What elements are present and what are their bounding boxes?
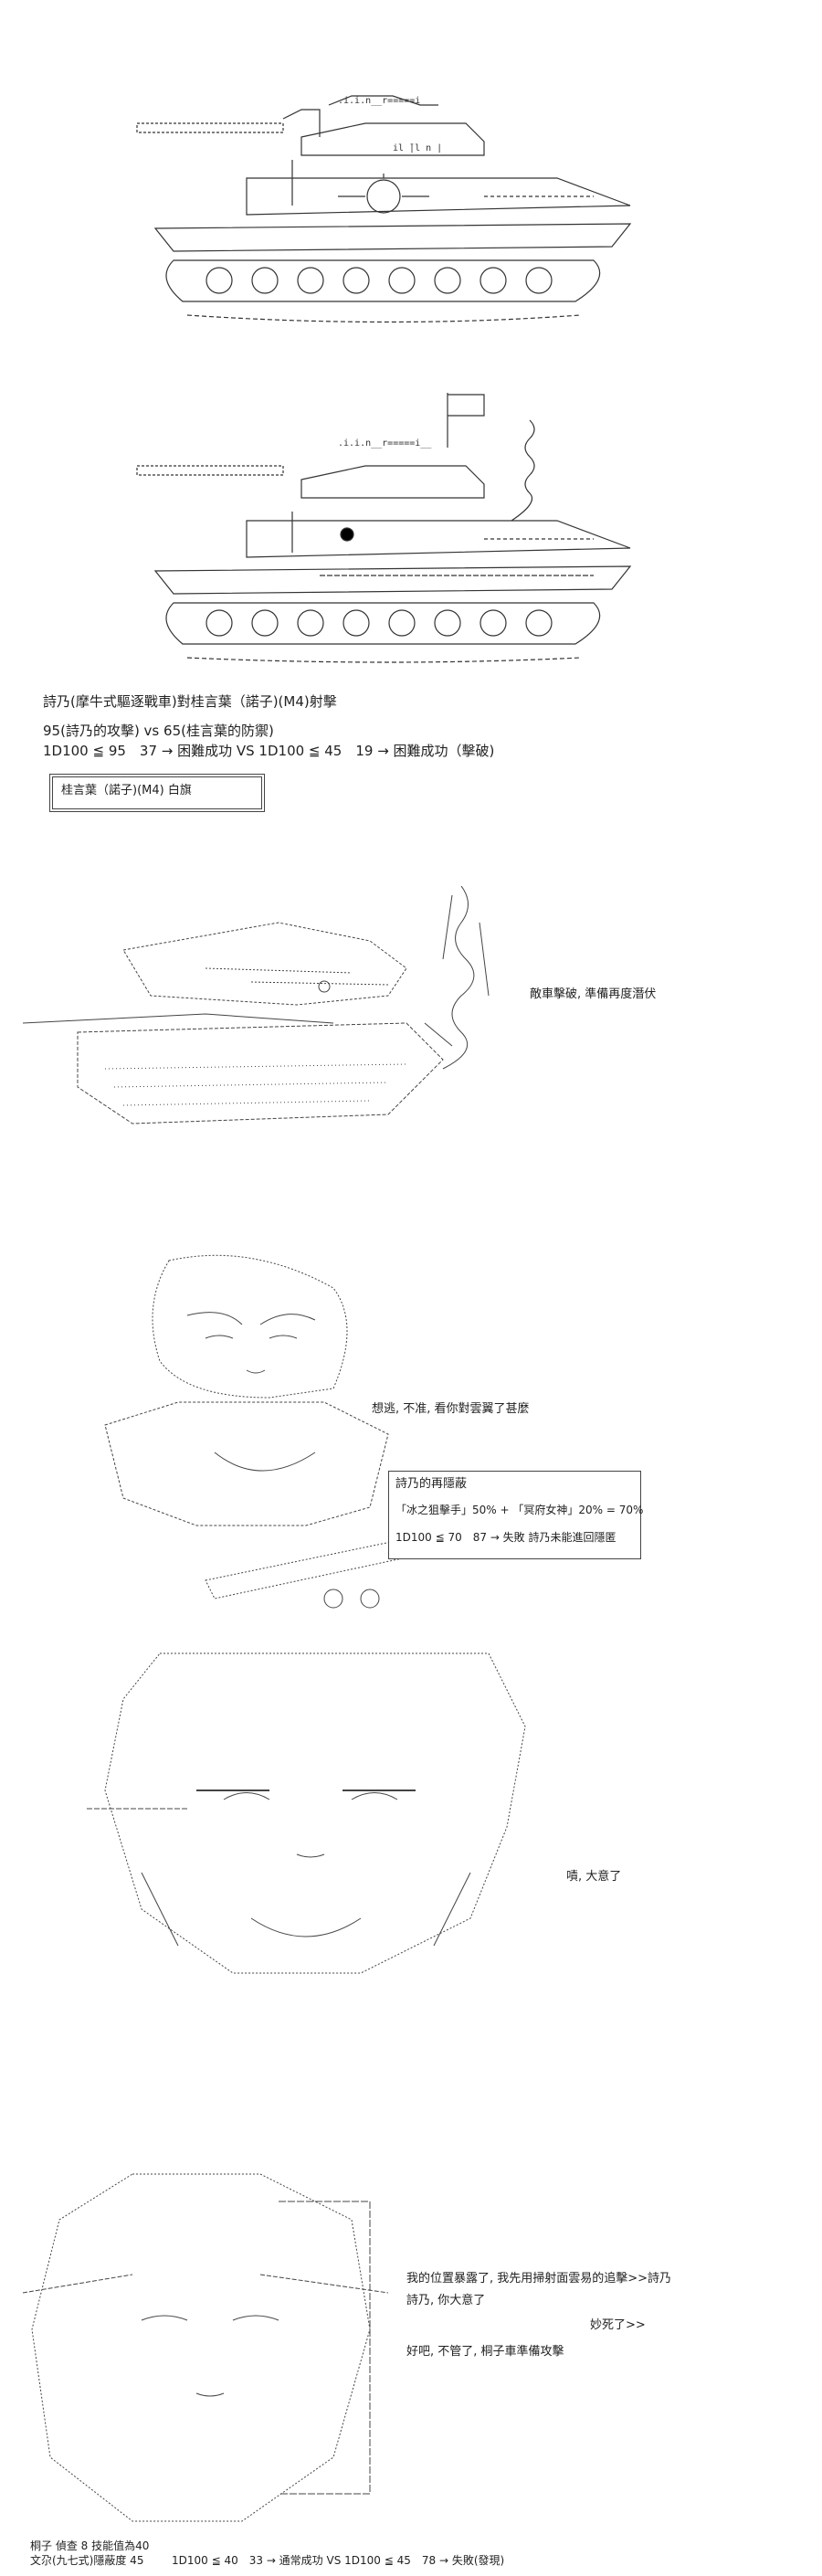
rehide-box: 詩乃的再隱蔽 「冰之狙擊手」50% + 「冥府女神」20% = 70% 1D10…	[388, 1471, 644, 1559]
footer-concealment: 文尕(九七式)隱蔽度 45	[30, 2554, 144, 2567]
speech-escape: 想逃, 不准, 看你對雲翼了甚麼	[372, 1402, 530, 1416]
tank-firing-ascii-art: .i.i.n__r=====i__	[119, 393, 685, 667]
character-ascii-art	[68, 1251, 480, 1617]
attack-title: 詩乃(摩牛式驅逐戰車)對桂言葉（諾子)(M4)射擊	[43, 693, 337, 710]
svg-text:.i.i.n__r=====i__: .i.i.n__r=====i__	[338, 438, 432, 449]
panel-tank-1: .i.i.n__r=====i__ il ̄|l n |	[0, 0, 822, 338]
result-box-text: 桂言葉（諾子)(M4) 白旗	[61, 784, 192, 797]
result-box: 桂言葉（諾子)(M4) 白旗	[49, 774, 265, 812]
dice-result-line: 1D100 ≦ 95 37 → 困難成功 VS 1D100 ≦ 45 19 → …	[43, 743, 495, 759]
attack-vs-line: 95(詩乃的攻擊) vs 65(桂言葉的防禦)	[43, 723, 274, 739]
speech-annoying: 妙死了>>	[590, 2318, 646, 2332]
speech-careless: 嘖, 大意了	[566, 1870, 622, 1884]
panel-burning-tank: 敵車擊破, 準備再度潛伏	[0, 850, 822, 1197]
panel-closeup: 嘖, 大意了	[0, 1617, 822, 2110]
footer-dice: 1D100 ≦ 40 33 → 通常成功 VS 1D100 ≦ 45 78 → …	[172, 2554, 505, 2567]
character-closeup-ascii-art	[87, 1644, 562, 1982]
caption-retreat: 敵車擊破, 準備再度潛伏	[530, 987, 657, 1001]
panel-tank-2: .i.i.n__r=====i__ 詩乃(摩牛式驅逐戰車)對桂言葉（諾子)(M4…	[0, 338, 822, 850]
panel-portrait: 我的位置暴露了, 我先用掃射面雲易的追擊>>詩乃 詩乃, 你大意了 妙死了>> …	[0, 2110, 822, 2576]
speech-attack: 好吧, 不管了, 桐子車準備攻擊	[406, 2345, 564, 2359]
rehide-box-title: 詩乃的再隱蔽	[395, 1477, 468, 1491]
speech-position: 我的位置暴露了, 我先用掃射面雲易的追擊>>詩乃	[406, 2272, 672, 2286]
character-portrait-ascii-art	[23, 2165, 388, 2530]
speech-careless-shino: 詩乃, 你大意了	[406, 2294, 486, 2307]
burning-tank-ascii-art	[23, 886, 534, 1160]
rehide-box-line2: 1D100 ≦ 70 87 → 失敗 詩乃未能進回隱匿	[395, 1531, 616, 1544]
footer-scout: 桐子 偵查 8 技能值為40	[30, 2539, 150, 2552]
tank-ascii-art: .i.i.n__r=====i__ il ̄|l n |	[119, 87, 639, 333]
panel-character: 想逃, 不准, 看你對雲翼了甚麼 詩乃的再隱蔽 「冰之狙擊手」50% + 「冥府…	[0, 1197, 822, 1617]
svg-text:il ̄|l n |: il ̄|l n |	[393, 143, 442, 153]
rehide-box-line1: 「冰之狙擊手」50% + 「冥府女神」20% = 70%	[395, 1504, 644, 1516]
svg-text:.i.i.n__r=====i__: .i.i.n__r=====i__	[338, 96, 432, 106]
